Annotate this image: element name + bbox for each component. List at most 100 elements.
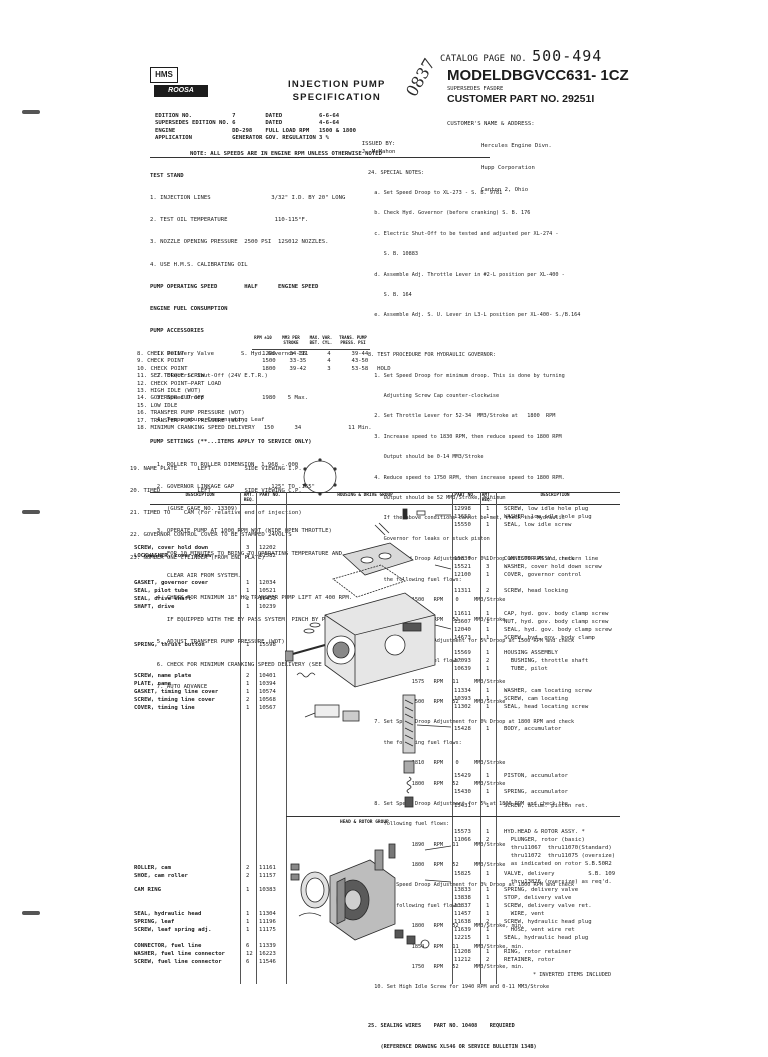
part-description: SCREW, leaf spring adj. [134, 927, 212, 933]
edition-row: APPLICATION GENERATOR GOV. REGULATION 3 … [155, 135, 359, 142]
column-rule [452, 492, 453, 984]
part-qty: 1 [486, 803, 490, 809]
customer-address: CUSTOMER'S NAME & ADDRESS: Hercules Engi… [447, 106, 552, 202]
part-number: 15573 [454, 829, 471, 835]
note-line: 2. Set Throttle Lever for 52-34 MM3/Stro… [368, 413, 556, 420]
note-line: 1800 RPM 52 MM3/Stroke, min. [368, 923, 525, 930]
head-rotor-exploded-view [290, 843, 451, 949]
cylinder-diagram [303, 458, 337, 496]
part-description: GASKET, governor cover [134, 580, 209, 586]
part-qty: 2 [486, 658, 490, 664]
check-value [256, 418, 282, 425]
spec-line: (GUSE GAGE NO. 13309) [150, 506, 238, 513]
spec-line: TEST STAND [150, 172, 184, 179]
part-description: LOCKWASHER, cover screw [134, 553, 212, 559]
part-number: 13833 [454, 887, 471, 893]
check-value: 33-35 [289, 358, 307, 365]
check-table-row: 13. HIGH IDLE (WOT) [136, 388, 392, 395]
footnote: * INVERTED ITEMS INCLUDED [533, 972, 612, 978]
part-qty: 1 [486, 935, 490, 941]
edition-label: DATED [265, 120, 283, 127]
part-description: SEAL, pilot tube [134, 588, 188, 594]
column-header: MM3 PER STROKE [282, 335, 300, 345]
parts-table-header: DESCRIPTION AMT. REQ. PART NO. HOUSING &… [150, 492, 620, 505]
part-number: 14673 [454, 635, 471, 641]
part-qty: 1 [486, 895, 490, 901]
note-line: 1500 RPM 52 MM3/Stroke [368, 698, 506, 705]
note-line: 1575 RPM 11 MM3/Stroke [368, 678, 506, 685]
part-description: BODY, accumulator [504, 726, 562, 732]
part-qty: 1 [486, 514, 490, 520]
note-line: a. Set Speed Droop to XL-273 - S. B. 978… [368, 189, 503, 196]
part-qty: 1 [486, 619, 490, 625]
part-number: 10453 [259, 596, 276, 602]
note-line [368, 333, 580, 339]
check-value [256, 410, 282, 417]
issued-by: ISSUED BY: J. McMahon [355, 134, 396, 156]
check-value [256, 403, 282, 410]
part-number: 12100 [454, 572, 471, 578]
part-description: WASHER, cam locating screw [504, 688, 592, 694]
column-rule [480, 492, 481, 984]
header-qty: AMT. REQ. [243, 493, 255, 503]
check-value [344, 403, 376, 410]
part-qty: 1 [486, 696, 490, 702]
edition-value: 6 [232, 120, 236, 127]
edition-value: 6-6-64 [318, 113, 340, 119]
part-qty: 1 [246, 919, 250, 925]
check-value: 1800 [262, 365, 276, 372]
part-qty: 1 [486, 627, 490, 633]
part-qty: 1 [486, 506, 490, 512]
note-line: 1500 RPM 0 MM3/Stroke [368, 597, 506, 603]
part-description: SCREW, head locking [504, 588, 568, 594]
part-description: SPRING, delivery valve [504, 887, 579, 893]
check-label: 15. LOW IDLE [137, 402, 178, 409]
note-line: 20. TIMED LEFT SIDE VIEWING C.P. [130, 488, 302, 495]
part-description: COVER, governor control [504, 572, 582, 578]
check-label: 14. GOVERNOR CUT OFF [137, 395, 205, 402]
edition-table: EDITION NO. 7 DATED 6-6-64 SUPERSEDES ED… [155, 113, 359, 143]
part-description: SEAL, drive shaft [134, 596, 192, 602]
check-value [344, 395, 376, 402]
edition-label: FULL LOAD RPM [265, 127, 310, 134]
part-number: 11161 [259, 865, 276, 871]
part-number: 11304 [259, 911, 276, 917]
spec-line: 4. CHECK FOR MINIMUM 18" HG TRANSFER PUM… [150, 594, 353, 601]
part-qty: 2 [246, 697, 250, 703]
part-number: 10239 [259, 604, 276, 610]
check-value [314, 410, 344, 417]
note-line: 25. SEALING WIRES PART NO. 10408 REQUIRE… [368, 1023, 515, 1030]
check-value [282, 381, 314, 388]
check-label: 10. CHECK POINT [137, 365, 188, 372]
edition-label: SUPERSEDES EDITION NO. [155, 120, 230, 127]
spec-line: PUMP OPERATING SPEED HALF ENGINE SPEED [150, 283, 319, 290]
note-line: Output should be 0-14 MM3/Stroke [368, 454, 484, 461]
part-number: 13838 [454, 895, 471, 901]
part-qty: 2 [246, 673, 250, 679]
part-number: 10393 [454, 696, 471, 702]
check-value [376, 425, 392, 432]
check-value [256, 373, 282, 380]
logo-roosa-master: ROOSA MASTER [154, 85, 208, 106]
part-qty: 2 [246, 596, 250, 602]
part-number: 15598 [259, 642, 276, 648]
edition-row: EDITION NO. 7 DATED 6-6-64 [155, 113, 359, 120]
check-value: 53-58 [351, 365, 369, 372]
header-part-no: PART NO. [454, 493, 476, 498]
part-qty: 1 [246, 911, 250, 917]
part-qty: 2 [486, 588, 490, 594]
spec-line: PUMP SETTINGS (**...ITEMS APPLY TO SERVI… [150, 439, 312, 446]
check-value [314, 388, 344, 395]
check-value [376, 351, 392, 358]
check-value [344, 373, 376, 380]
check-value [344, 381, 376, 388]
part-description: SPRING, thrust button [134, 642, 205, 648]
part-description: SHOE, cam roller [134, 873, 188, 879]
part-description: PISTON, accumulator [504, 773, 568, 779]
edition-value: 4-6-64 [318, 120, 340, 127]
part-number: 11638 [454, 919, 471, 925]
part-qty: 1 [486, 887, 490, 893]
